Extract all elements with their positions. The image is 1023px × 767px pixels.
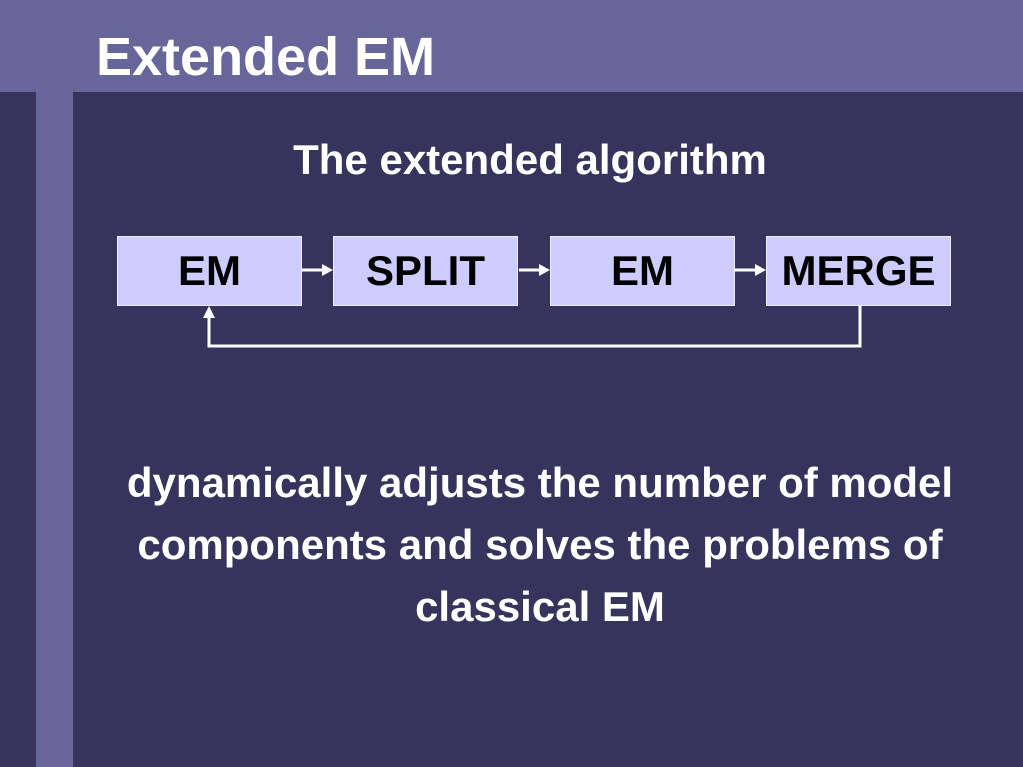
node-split: SPLIT [333, 236, 518, 306]
node-em-2: EM [550, 236, 735, 306]
slide-title: Extended EM [96, 27, 436, 87]
header-band [0, 0, 1023, 92]
diagram-subtitle: The extended algorithm [293, 136, 767, 183]
node-em-1: EM [117, 236, 302, 306]
arrowhead-split [322, 264, 333, 276]
arrowhead-em1-loop [203, 306, 215, 318]
arrowhead-em2 [539, 264, 550, 276]
body-text: dynamically adjusts the number of model … [126, 459, 954, 630]
edge-merge-em1-loop [207, 306, 862, 348]
arrowhead-merge [755, 264, 766, 276]
left-accent-band [36, 0, 73, 767]
node-merge: MERGE [766, 236, 951, 306]
